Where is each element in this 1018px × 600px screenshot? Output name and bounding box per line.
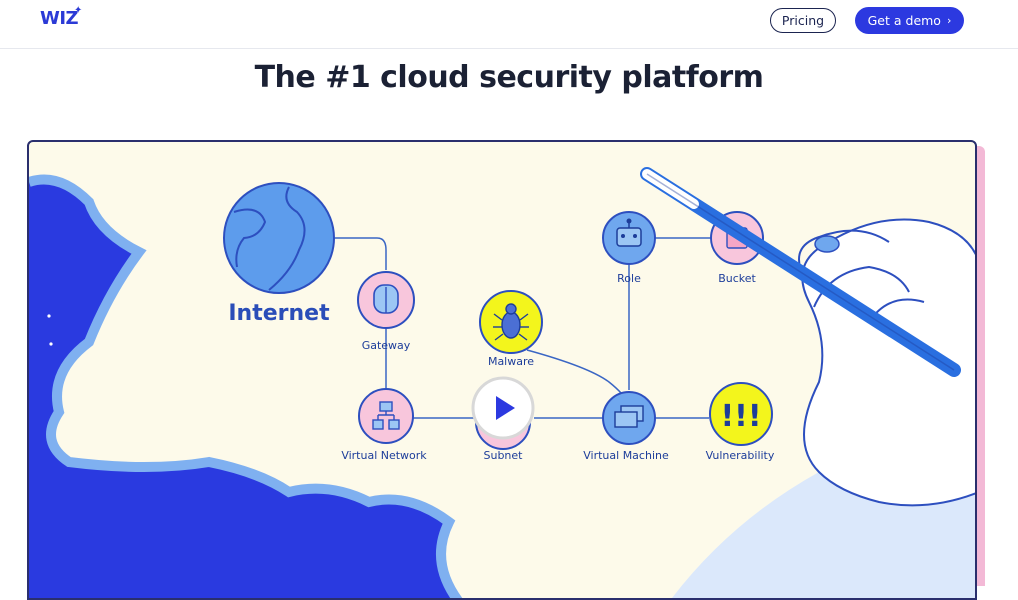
video-frame-illustration: Internet Gateway Malware — [29, 142, 977, 600]
malware-node — [480, 291, 542, 353]
get-a-demo-button[interactable]: Get a demo › — [855, 7, 964, 34]
subnet-label: Subnet — [484, 449, 524, 462]
demo-button-label: Get a demo — [868, 13, 941, 28]
gateway-node — [358, 272, 414, 328]
vulnerability-label: Vulnerability — [706, 449, 775, 462]
chevron-right-icon: › — [947, 14, 951, 27]
malware-label: Malware — [488, 355, 534, 368]
site-header: WIZ ✦ Pricing Get a demo › — [0, 0, 1018, 49]
bug-icon — [502, 312, 520, 338]
robot-icon — [617, 228, 641, 246]
play-button[interactable] — [473, 378, 533, 438]
pricing-button[interactable]: Pricing — [770, 8, 836, 33]
star-dot — [49, 342, 52, 345]
internet-label: Internet — [228, 301, 330, 326]
alert-icon: !!! — [720, 399, 761, 434]
pricing-button-label: Pricing — [782, 13, 824, 28]
vulnerability-node: !!! — [710, 383, 772, 445]
gateway-label: Gateway — [362, 339, 411, 352]
wiz-logo[interactable]: WIZ ✦ — [40, 8, 78, 29]
role-node — [603, 212, 655, 264]
video-player[interactable]: Internet Gateway Malware — [27, 140, 977, 600]
internet-globe-icon — [224, 183, 334, 293]
virtual-machine-label: Virtual Machine — [583, 449, 669, 462]
star-dot — [47, 314, 50, 317]
sparkle-icon: ✦ — [74, 5, 82, 16]
virtual-network-node — [359, 389, 413, 443]
virtual-network-label: Virtual Network — [341, 449, 427, 462]
role-label: Role — [617, 272, 641, 285]
virtual-machine-node — [603, 392, 655, 444]
logo-text: WIZ — [40, 8, 78, 29]
bucket-label: Bucket — [718, 272, 756, 285]
hand-with-pen-illustration — [647, 174, 977, 505]
page-title: The #1 cloud security platform — [0, 60, 1018, 95]
